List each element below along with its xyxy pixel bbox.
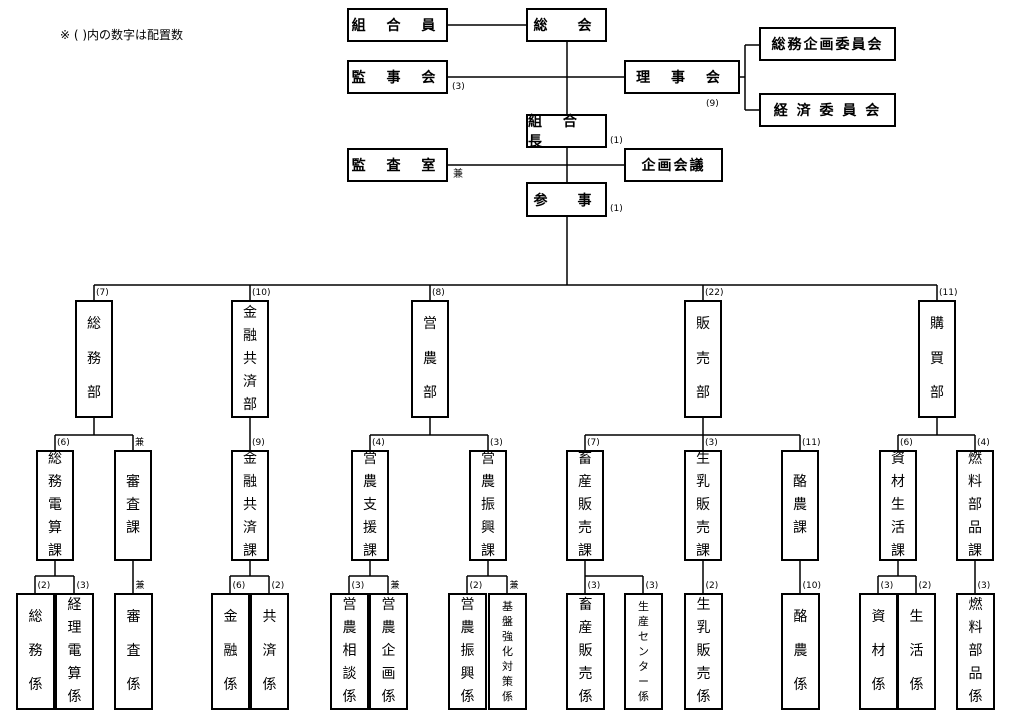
kanjikai-count: (3) <box>452 82 465 92</box>
section-einou-shien-ka-count: (4) <box>372 438 385 448</box>
unit-seisan-center-gakari-count: (3) <box>645 581 659 591</box>
unit-kinyu-gakari-count: (6) <box>232 581 246 591</box>
department-hanbai-bu: 販売部 <box>684 300 722 418</box>
unit-kiban-kyoka-taisaku-gakari-count: 兼 <box>509 581 519 591</box>
section-shizai-seikatsu-ka-count: (6) <box>900 438 913 448</box>
department-somu-bu: 総務部 <box>75 300 113 418</box>
unit-seinyu-hanbai-gakari: 生乳販売係 <box>684 593 723 710</box>
section-shinsa-ka-count: 兼 <box>135 438 145 448</box>
rijikai-count: (9) <box>706 99 719 109</box>
section-seinyu-hanbai-ka-count: (3) <box>705 438 718 448</box>
unit-einou-kikaku-gakari: 営農企画係 <box>369 593 408 710</box>
sanji-count: (1) <box>610 204 623 214</box>
unit-chikusan-hanbai-gakari-count: (3) <box>587 581 601 591</box>
section-chikusan-hanbai-ka-count: (7) <box>587 438 600 448</box>
unit-rakuno-gakari: 酪農係 <box>781 593 820 710</box>
section-kinyu-kyosai-ka: 金融共済課 <box>231 450 269 561</box>
department-kinyu-kyosai-bu-count: (10) <box>252 288 271 298</box>
section-shizai-seikatsu-ka: 資材生活課 <box>879 450 917 561</box>
unit-seikatsu-gakari: 生活係 <box>897 593 936 710</box>
kanjikai-box: 監 事 会 <box>347 60 448 94</box>
section-rakuno-ka: 酪農課 <box>781 450 819 561</box>
unit-kyosai-gakari: 共済係 <box>250 593 289 710</box>
kikaku-kaigi-box: 企画会議 <box>624 148 723 182</box>
section-chikusan-hanbai-ka: 畜産販売課 <box>566 450 604 561</box>
section-somu-densan-ka-count: (6) <box>57 438 70 448</box>
department-kinyu-kyosai-bu: 金融共済部 <box>231 300 269 418</box>
unit-shizai-gakari: 資材係 <box>859 593 898 710</box>
section-somu-densan-ka: 総務電算課 <box>36 450 74 561</box>
unit-seikatsu-gakari-count: (2) <box>918 581 932 591</box>
unit-einou-sodan-gakari-count: (3) <box>351 581 365 591</box>
section-shinsa-ka: 審査課 <box>114 450 152 561</box>
unit-einou-shinko-gakari: 営農振興係 <box>448 593 487 710</box>
unit-nenryo-buhin-gakari: 燃料部品係 <box>956 593 995 710</box>
unit-einou-kikaku-gakari-count: 兼 <box>390 581 400 591</box>
unit-kyosai-gakari-count: (2) <box>271 581 285 591</box>
sokai-box: 総 会 <box>526 8 607 42</box>
rijikai-box: 理 事 会 <box>624 60 740 94</box>
keizai-iinkai-box: 経 済 委 員 会 <box>759 93 896 127</box>
sanji-box: 参 事 <box>526 182 607 217</box>
unit-shinsa-gakari: 審査係 <box>114 593 153 710</box>
unit-kiban-kyoka-taisaku-gakari: 基盤強化対策係 <box>488 593 527 710</box>
unit-keiri-densan-gakari-count: (3) <box>76 581 90 591</box>
department-hanbai-bu-count: (22) <box>705 288 724 298</box>
unit-einou-shinko-gakari-count: (2) <box>469 581 483 591</box>
section-einou-shinko-ka-count: (3) <box>490 438 503 448</box>
legend-note: ※ ( )内の数字は配置数 <box>60 28 184 42</box>
section-einou-shien-ka: 営農支援課 <box>351 450 389 561</box>
unit-nenryo-buhin-gakari-count: (3) <box>977 581 991 591</box>
section-rakuno-ka-count: (11) <box>802 438 821 448</box>
department-kobai-bu-count: (11) <box>939 288 958 298</box>
section-seinyu-hanbai-ka: 生乳販売課 <box>684 450 722 561</box>
section-kinyu-kyosai-ka-count: (9) <box>252 438 265 448</box>
kansashitsu-kan: 兼 <box>453 169 463 180</box>
department-einou-bu-count: (8) <box>432 288 445 298</box>
kumiaicho-box: 組 合 長 <box>526 114 607 150</box>
department-somu-bu-count: (7) <box>96 288 109 298</box>
unit-somu-gakari: 総務係 <box>16 593 55 710</box>
unit-einou-sodan-gakari: 営農相談係 <box>330 593 369 710</box>
unit-kinyu-gakari: 金融係 <box>211 593 250 710</box>
unit-rakuno-gakari-count: (10) <box>802 581 821 591</box>
unit-shizai-gakari-count: (3) <box>880 581 894 591</box>
department-kobai-bu: 購買部 <box>918 300 956 418</box>
department-einou-bu: 営農部 <box>411 300 449 418</box>
kumiaicho-count: (1) <box>610 136 623 146</box>
kansashitsu-box: 監 査 室 <box>347 148 448 182</box>
kumiaiin-box: 組 合 員 <box>347 8 448 42</box>
unit-shinsa-gakari-count: 兼 <box>135 581 145 591</box>
section-einou-shinko-ka: 営農振興課 <box>469 450 507 561</box>
somu-kikaku-iinkai-box: 総務企画委員会 <box>759 27 896 61</box>
unit-keiri-densan-gakari: 経理電算係 <box>55 593 94 710</box>
section-nenryo-buhin-ka: 燃料部品課 <box>956 450 994 561</box>
unit-chikusan-hanbai-gakari: 畜産販売係 <box>566 593 605 710</box>
unit-somu-gakari-count: (2) <box>37 581 51 591</box>
section-nenryo-buhin-ka-count: (4) <box>977 438 990 448</box>
unit-seisan-center-gakari: 生産センター係 <box>624 593 663 710</box>
unit-seinyu-hanbai-gakari-count: (2) <box>705 581 719 591</box>
